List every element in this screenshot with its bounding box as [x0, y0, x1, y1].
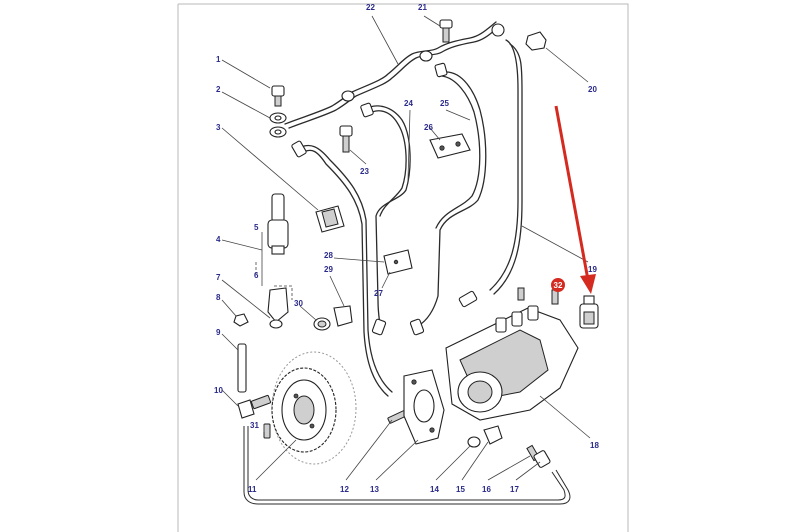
label-5: 5 — [254, 223, 259, 232]
label-32: 32 — [554, 281, 563, 290]
label-18: 18 — [590, 441, 599, 450]
label-31: 31 — [250, 421, 259, 430]
label-12: 12 — [340, 485, 349, 494]
label-7: 7 — [216, 273, 221, 282]
label-23: 23 — [360, 167, 369, 176]
highlight-badge — [551, 278, 565, 292]
label-27: 27 — [374, 289, 383, 298]
diagram-frame — [177, 3, 629, 532]
label-10: 10 — [214, 386, 223, 395]
label-20: 20 — [588, 85, 597, 94]
injection-pump — [403, 305, 579, 445]
label-21: 21 — [418, 3, 427, 12]
label-22: 22 — [366, 3, 375, 12]
label-8: 8 — [216, 293, 221, 302]
label-3: 3 — [216, 123, 221, 132]
label-29: 29 — [324, 265, 333, 274]
label-26: 26 — [424, 123, 433, 132]
fittings — [233, 19, 599, 468]
label-24: 24 — [404, 99, 413, 108]
label-13: 13 — [370, 485, 379, 494]
label-17: 17 — [510, 485, 519, 494]
arrowhead-icon — [580, 274, 596, 294]
highlight-arrow — [554, 105, 596, 294]
leader-lines — [221, 15, 591, 481]
label-30: 30 — [294, 299, 303, 308]
label-28: 28 — [324, 251, 333, 260]
label-2: 2 — [216, 85, 221, 94]
label-15: 15 — [456, 485, 465, 494]
label-14: 14 — [430, 485, 439, 494]
drive-gear — [271, 351, 357, 465]
label-16: 16 — [482, 485, 491, 494]
fuel-pipes — [243, 21, 571, 505]
label-25: 25 — [440, 99, 449, 108]
label-19: 19 — [588, 265, 597, 274]
label-6: 6 — [254, 271, 259, 280]
part-labels: 1 2 3 4 5 6 7 8 9 10 11 12 13 14 15 16 1… — [214, 3, 599, 494]
label-1: 1 — [216, 55, 221, 64]
label-4: 4 — [216, 235, 221, 244]
label-11: 11 — [248, 485, 257, 494]
label-9: 9 — [216, 328, 221, 337]
